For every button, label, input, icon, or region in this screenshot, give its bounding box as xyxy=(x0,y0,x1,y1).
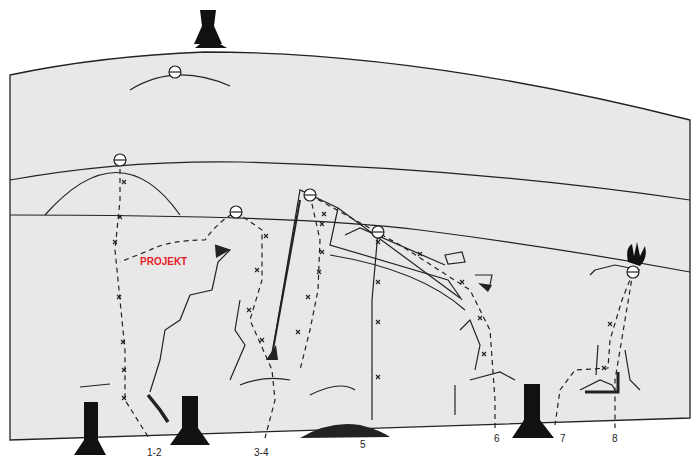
route-number: 3-4 xyxy=(254,448,268,458)
route-number: 8 xyxy=(612,434,618,444)
project-label: PROJEKT xyxy=(138,256,189,268)
route-number: 1-2 xyxy=(147,448,161,458)
route-number: 5 xyxy=(360,440,366,450)
route-number: 7 xyxy=(560,434,566,444)
route-number: 6 xyxy=(494,434,500,444)
